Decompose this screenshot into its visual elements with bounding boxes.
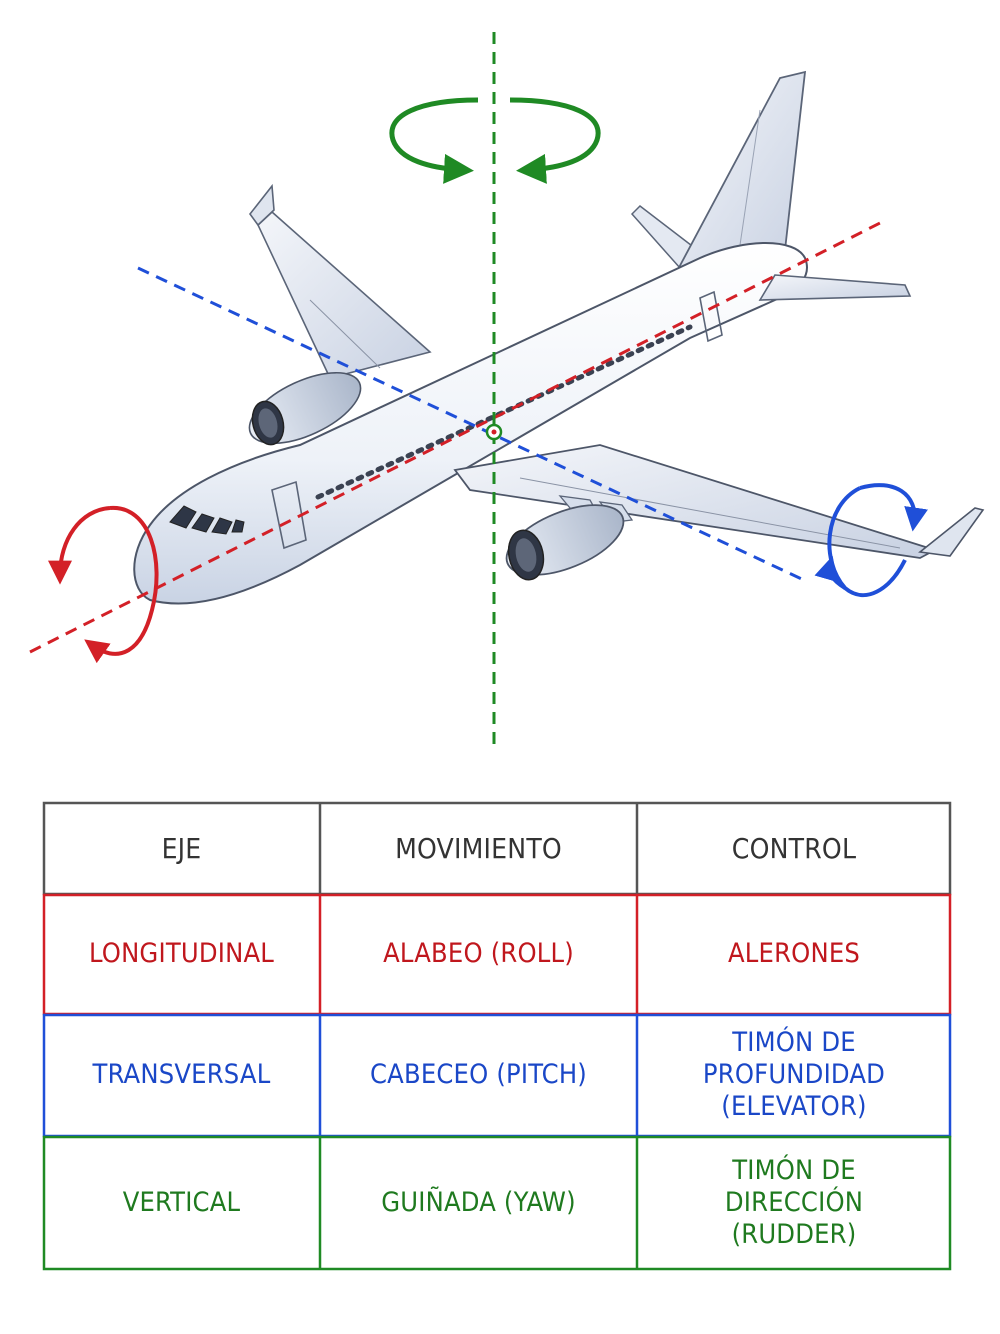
yaw-arrow-icon xyxy=(389,97,601,184)
right-horizontal-stabilizer xyxy=(758,274,912,301)
row-vertical-control: TIMÓN DE DIRECCIÓN (RUDDER) xyxy=(724,1155,864,1250)
left-engine xyxy=(248,371,362,446)
row-longitudinal-movement: ALABEO (ROLL) xyxy=(383,938,574,969)
table-grid xyxy=(42,801,952,1271)
row-transverse-movement: CABECEO (PITCH) xyxy=(370,1059,587,1090)
header-movimiento: MOVIMIENTO xyxy=(395,831,562,865)
row-longitudinal-control: ALERONES xyxy=(727,938,860,969)
row-transverse-control: TIMÓN DE PROFUNDIDAD (ELEVATOR) xyxy=(702,1027,886,1122)
roll-arrow-icon xyxy=(48,505,159,664)
transverse-axis-line xyxy=(137,266,809,584)
aircraft-axes-diagram xyxy=(29,32,985,748)
row-longitudinal-axis: LONGITUDINAL xyxy=(88,938,275,969)
right-engine xyxy=(505,504,625,581)
row-vertical-movement: GUIÑADA (YAW) xyxy=(381,1187,576,1218)
header-control: CONTROL xyxy=(731,831,857,865)
pitch-arrow-icon xyxy=(814,483,928,598)
center-of-gravity-icon xyxy=(485,423,503,441)
axes-table: EJE MOVIMIENTO CONTROL LONGITUDINAL ALAB… xyxy=(42,801,952,1271)
header-eje: EJE xyxy=(161,831,202,865)
row-vertical-axis: VERTICAL xyxy=(122,1187,241,1218)
row-transverse-axis: TRANSVERSAL xyxy=(92,1059,271,1090)
